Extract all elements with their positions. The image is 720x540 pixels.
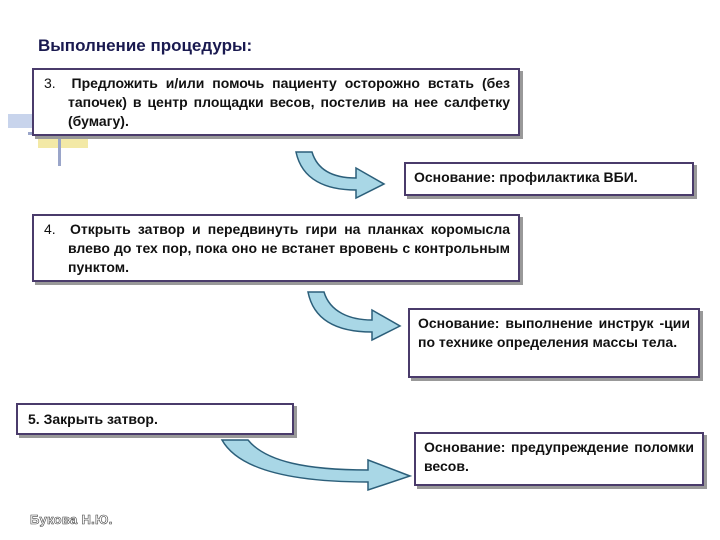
step-5-body: Закрыть затвор. bbox=[43, 411, 158, 427]
reason-1-box: Основание: профилактика ВБИ. bbox=[404, 162, 694, 196]
step-3-body: Предложить и/или помочь пациенту осторож… bbox=[68, 75, 510, 129]
step-3-box: 3. Предложить и/или помочь пациенту осто… bbox=[32, 68, 520, 136]
step-4-box: 4. Открыть затвор и передвинуть гири на … bbox=[32, 214, 520, 282]
reason-1-text: Основание: профилактика ВБИ. bbox=[414, 169, 638, 185]
step-3-number: 3. bbox=[44, 75, 56, 91]
reason-2-box: Основание: выполнение инструк -ции по те… bbox=[408, 308, 700, 378]
curved-arrow-icon bbox=[295, 151, 386, 200]
step-3-text: 3. Предложить и/или помочь пациенту осто… bbox=[44, 74, 510, 131]
reason-3-box: Основание: предупреждение поломки весов. bbox=[414, 432, 704, 486]
step-4-text: 4. Открыть затвор и передвинуть гири на … bbox=[44, 220, 510, 277]
curved-arrow-icon bbox=[307, 291, 402, 342]
step-5-text: 5. Закрыть затвор. bbox=[28, 411, 158, 427]
step-5-number: 5. bbox=[28, 411, 40, 427]
reason-3-text: Основание: предупреждение поломки весов. bbox=[424, 439, 694, 474]
curved-arrow-icon bbox=[220, 439, 413, 492]
step-4-body: Открыть затвор и передвинуть гири на пла… bbox=[68, 221, 510, 275]
reason-2-text: Основание: выполнение инструк -ции по те… bbox=[418, 315, 690, 350]
author-signature: Букова Н.Ю. bbox=[30, 512, 113, 528]
step-5-box: 5. Закрыть затвор. bbox=[16, 403, 294, 435]
step-4-number: 4. bbox=[44, 221, 56, 237]
page-title: Выполнение процедуры: bbox=[38, 36, 253, 55]
